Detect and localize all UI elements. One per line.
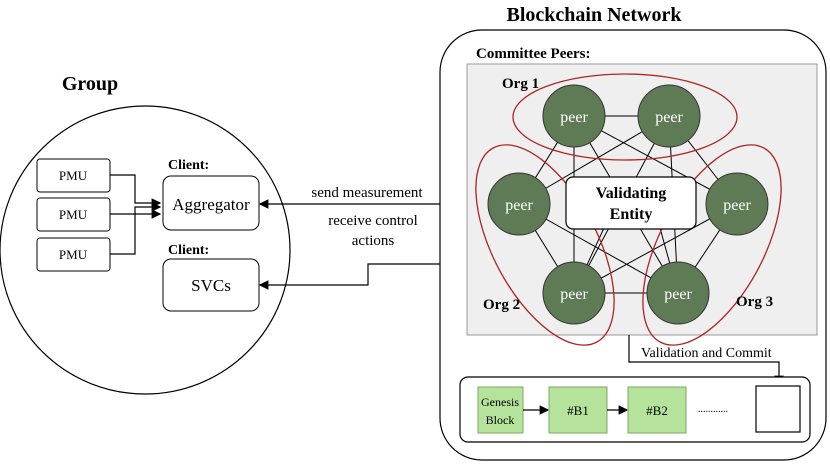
ledger-ellipsis: ............ (698, 404, 728, 415)
peer-label-2: peer (655, 109, 683, 126)
peer-node-5: peer (542, 261, 606, 325)
new-block-placeholder (755, 385, 801, 433)
client-aggregator-label: Client: (168, 158, 209, 173)
org1-outline (512, 73, 738, 161)
pmu-label-1: PMU (59, 168, 88, 183)
validation-commit-label: Validation and Commit (641, 346, 772, 361)
pmu-box-1: PMU (36, 158, 111, 193)
org2-label: Org 2 (483, 297, 520, 313)
receive-control-label-1: receive control (328, 213, 418, 229)
peer-label-4: peer (723, 197, 751, 214)
validating-entity-line1: Validating (596, 185, 667, 202)
block-b1-label: #B1 (567, 403, 589, 418)
pmu-box-3: PMU (36, 237, 111, 272)
committee-label: Committee Peers: (476, 46, 591, 62)
peer-label-1: peer (560, 109, 588, 126)
receive-control-arrow (258, 259, 472, 290)
group-title: Group (62, 73, 118, 95)
aggregator-label: Aggregator (172, 195, 250, 214)
validating-entity-line2: Entity (610, 206, 653, 223)
validating-entity-box: Validating Entity (565, 176, 697, 230)
peer-node-2: peer (637, 84, 701, 148)
aggregator-box: Aggregator (162, 175, 260, 231)
org1-label: Org 1 (502, 76, 539, 92)
validation-commit-arrow (628, 335, 784, 386)
peer-node-1: peer (542, 84, 606, 148)
svcs-box: SVCs (162, 258, 260, 312)
block-b2-label: #B2 (646, 403, 668, 418)
peer-node-4: peer (705, 172, 769, 236)
genesis-line1: Genesis (481, 395, 519, 409)
network-title: Blockchain Network (507, 4, 683, 26)
pmu-connectors (110, 174, 162, 255)
org3-label: Org 3 (736, 294, 773, 310)
block-b1: #B1 (548, 386, 608, 434)
send-measurement-label: send measurement (311, 185, 423, 201)
block-b2: #B2 (627, 386, 687, 434)
peer-label-3: peer (505, 197, 533, 214)
genesis-block: Genesis Block (477, 386, 524, 434)
peer-node-6: peer (646, 261, 710, 325)
pmu-label-3: PMU (59, 247, 88, 262)
client-svcs-label: Client: (168, 243, 209, 258)
svcs-label: SVCs (191, 276, 231, 295)
peer-node-3: peer (487, 172, 551, 236)
pmu-label-2: PMU (59, 207, 88, 222)
peer-label-5: peer (560, 286, 588, 303)
genesis-line2: Block (486, 413, 515, 427)
pmu-box-2: PMU (36, 197, 111, 232)
peer-label-6: peer (664, 286, 692, 303)
receive-control-label-2: actions (352, 233, 395, 249)
